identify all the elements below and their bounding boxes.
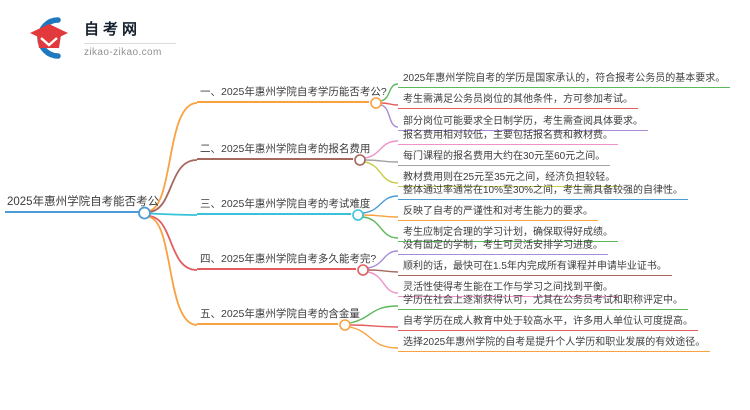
child-node-3-1: 整体通过率通常在10%至30%之间，考生需具备较强的自律性。 — [398, 180, 689, 200]
child-node-4-1: 没有固定的学制，考生可灵活安排学习进度。 — [398, 235, 608, 255]
link-root-branch-1 — [148, 102, 198, 212]
branch-node-2: 二、2025年惠州学院自考的报名费用 — [197, 143, 370, 160]
link-b5-c1 — [349, 305, 399, 324]
site-logo[interactable]: 自考网 zikao-zikao.com — [24, 12, 176, 60]
branch-4-circle[interactable] — [357, 264, 369, 276]
child-node-2-1: 报名费用相对较低，主要包括报名费和教材费。 — [398, 125, 618, 145]
link-root-branch-3 — [149, 212, 198, 216]
link-b2-c3 — [364, 161, 399, 184]
child-node-5-1: 学历在社会上逐渐获得认可，尤其在公务员考试和职称评定中。 — [398, 290, 688, 310]
branch-node-5: 五、2025年惠州学院自考的含金量 — [197, 308, 360, 325]
link-b1-c3 — [380, 104, 399, 128]
child-node-3-2: 反映了自考的严谨性和对考生能力的要求。 — [398, 201, 598, 221]
link-b3-c2 — [362, 214, 399, 218]
root-node-circle[interactable] — [138, 206, 151, 220]
link-b5-c2 — [349, 324, 399, 328]
branch-3-circle[interactable] — [352, 209, 364, 221]
logo-domain: zikao-zikao.com — [84, 47, 162, 58]
logo-title: 自考网 — [84, 21, 142, 38]
link-b1-c1 — [380, 83, 399, 102]
link-b2-c1 — [364, 140, 399, 159]
link-b5-c3 — [349, 326, 399, 349]
link-b4-c3 — [367, 271, 399, 294]
link-root-branch-4 — [148, 215, 198, 271]
link-b4-c1 — [367, 250, 399, 269]
branch-1-circle[interactable] — [370, 97, 382, 109]
link-root-branch-5 — [148, 216, 198, 326]
child-node-2-2: 每门课程的报名费用大约在30元至60元之间。 — [398, 146, 611, 166]
branch-2-circle[interactable] — [354, 154, 366, 166]
child-node-1-3: 部分岗位可能要求全日制学历，考生需查阅具体要求。 — [398, 111, 648, 131]
branch-5-circle[interactable] — [339, 319, 351, 331]
child-node-1-2: 考生需满足公务员岗位的其他条件，方可参加考试。 — [398, 89, 638, 109]
logo-divider — [84, 43, 176, 44]
graduation-cap-logo-icon — [30, 17, 68, 59]
link-b1-c2 — [380, 102, 399, 106]
child-node-3-3: 考生应制定合理的学习计划，确保取得好成绩。 — [398, 222, 618, 242]
link-b3-c1 — [362, 195, 399, 214]
child-node-4-3: 灵活性使得考生能在工作与学习之间找到平衡。 — [398, 277, 618, 297]
child-node-5-2: 自考学历在成人教育中处于较高水平，许多用人单位认可度提高。 — [398, 311, 698, 331]
child-node-2-3: 教材费用则在25元至35元之间，经济负担较轻。 — [398, 167, 621, 187]
branch-node-1: 一、2025年惠州学院自考学历能否考公? — [197, 86, 387, 103]
link-root-branch-2 — [148, 159, 198, 213]
root-node: 2025年惠州学院自考能否考公 — [5, 195, 159, 213]
child-node-1-1: 2025年惠州学院自考的学历是国家承认的，符合报考公务员的基本要求。 — [398, 68, 731, 88]
child-node-5-3: 选择2025年惠州学院的自考是提升个人学历和职业发展的有效途径。 — [398, 332, 711, 352]
link-b3-c3 — [362, 216, 399, 239]
logo-text-block: 自考网 zikao-zikao.com — [84, 12, 176, 58]
link-b4-c2 — [367, 269, 399, 273]
child-node-4-2: 顺利的话，最快可在1.5年内完成所有课程并申请毕业证书。 — [398, 256, 672, 276]
branch-node-4: 四、2025年惠州学院自考多久能考完? — [197, 253, 376, 270]
link-b2-c2 — [364, 159, 399, 163]
branch-node-3: 三、2025年惠州学院自考的考试难度 — [197, 198, 370, 215]
